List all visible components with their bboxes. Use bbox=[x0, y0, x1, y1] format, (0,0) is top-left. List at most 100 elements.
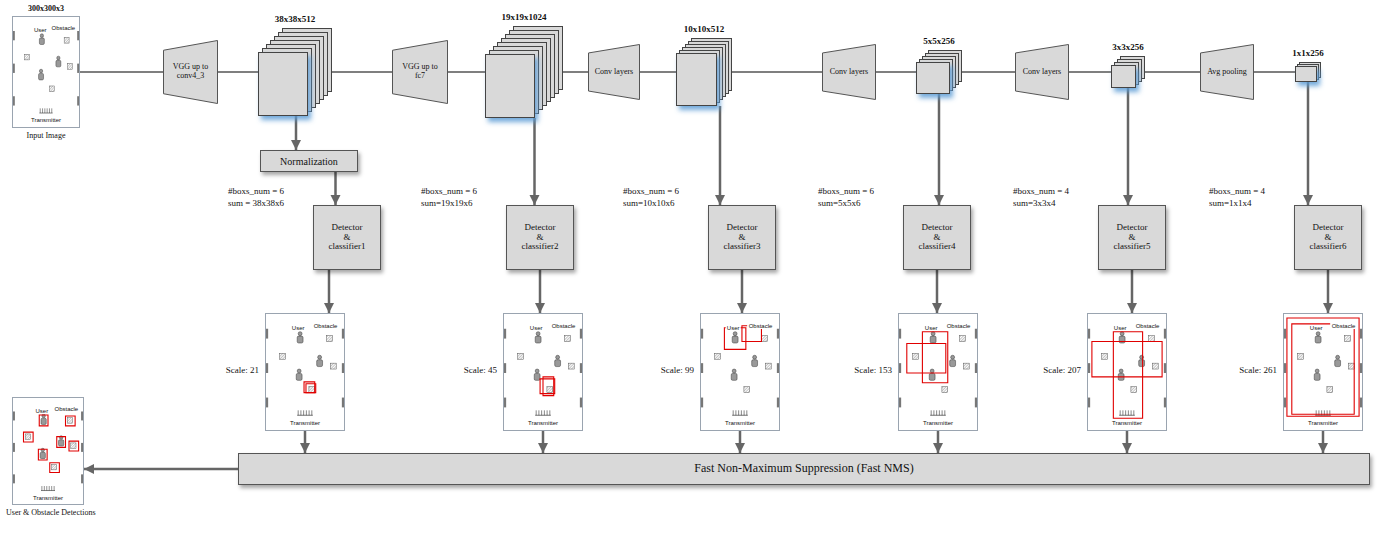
door-mark bbox=[1284, 363, 1286, 373]
flow-arrow bbox=[1307, 82, 1310, 205]
door-mark bbox=[342, 363, 344, 373]
transmitter-antenna bbox=[939, 410, 940, 415]
door-mark bbox=[266, 398, 268, 408]
detection-box bbox=[50, 463, 60, 473]
flow-arrow bbox=[1327, 270, 1330, 313]
user-body bbox=[41, 418, 46, 424]
transmitter-antenna bbox=[40, 108, 41, 113]
transmitter-base bbox=[297, 415, 313, 416]
pipeline-line bbox=[1254, 71, 1295, 73]
transmitter-antenna bbox=[744, 410, 745, 415]
door-mark bbox=[1088, 363, 1090, 373]
pipeline-line bbox=[80, 71, 163, 73]
obstacle-symbol bbox=[568, 363, 574, 369]
transmitter-antenna bbox=[538, 410, 539, 415]
door-mark bbox=[1284, 329, 1286, 339]
scene-image: UserObstacleTransmitter bbox=[898, 313, 978, 431]
layer-text: Avg pooling bbox=[1205, 68, 1249, 77]
door-mark bbox=[1088, 398, 1090, 408]
door-mark bbox=[13, 31, 15, 40]
feature-map-stack: 5x5x256 bbox=[916, 50, 962, 94]
box-text: Detector & classifier1 bbox=[329, 223, 366, 253]
door-mark bbox=[701, 398, 703, 408]
user-body bbox=[39, 73, 44, 80]
anchor-count-label: sum=1x1x4 bbox=[1209, 199, 1252, 209]
detector-box: Detector & classifier4 bbox=[903, 205, 971, 270]
transmitter-antenna bbox=[1133, 410, 1134, 415]
scene-label: User bbox=[1113, 325, 1128, 331]
box-text: Normalization bbox=[280, 156, 338, 167]
obstacle-symbol bbox=[518, 353, 524, 359]
obstacle-symbol bbox=[326, 336, 332, 342]
transmitter-antenna bbox=[306, 410, 307, 415]
user-head bbox=[1315, 369, 1319, 373]
pipeline-line bbox=[876, 71, 916, 73]
detection-box bbox=[1287, 318, 1359, 416]
flow-arrow bbox=[937, 431, 940, 453]
transmitter-antenna bbox=[49, 108, 50, 113]
scene-label: Transmitter bbox=[32, 495, 64, 501]
scene-label: Obstacle bbox=[50, 25, 76, 31]
user-head bbox=[556, 355, 560, 359]
transmitter-antenna bbox=[1125, 410, 1126, 415]
user-body bbox=[1139, 360, 1145, 367]
pipeline-line bbox=[962, 71, 1015, 73]
transmitter-antenna bbox=[51, 486, 52, 490]
detection-box bbox=[543, 377, 554, 396]
user-head bbox=[39, 69, 42, 73]
user-head bbox=[1316, 332, 1320, 336]
scene-label: User bbox=[529, 325, 544, 331]
transmitter-antenna bbox=[51, 108, 52, 113]
scene-image: UserObstacleTransmitter bbox=[503, 313, 583, 431]
detection-box bbox=[57, 437, 66, 448]
door-mark bbox=[899, 398, 901, 408]
user-body bbox=[950, 360, 956, 367]
size-label: 1x1x256 bbox=[1292, 49, 1324, 59]
user-head bbox=[753, 355, 757, 359]
detection-box bbox=[39, 415, 48, 426]
door-mark bbox=[777, 329, 779, 339]
transmitter-antenna bbox=[298, 410, 299, 415]
detection-box bbox=[306, 384, 316, 393]
obstacle-symbol bbox=[715, 353, 721, 359]
flow-arrow bbox=[1126, 431, 1129, 453]
scale-label: Scale: 207 bbox=[1011, 366, 1081, 376]
pipeline-line bbox=[640, 71, 676, 73]
transmitter-base bbox=[1119, 415, 1135, 416]
scene-image: UserObstacleTransmitter bbox=[700, 313, 780, 431]
size-label: 3x3x256 bbox=[1112, 43, 1144, 53]
transmitter-antenna bbox=[942, 410, 943, 415]
layer-block: Avg pooling bbox=[1200, 44, 1254, 100]
user-head bbox=[732, 369, 736, 373]
obstacle-symbol bbox=[744, 387, 750, 393]
door-mark bbox=[13, 96, 15, 105]
trapezoid-outline bbox=[823, 45, 876, 100]
scene-label: Obstacle bbox=[1135, 323, 1161, 329]
scene-label: User bbox=[924, 325, 939, 331]
door-mark bbox=[81, 443, 83, 452]
anchor-count-label: sum=10x10x6 bbox=[623, 199, 675, 209]
flow-arrow bbox=[739, 431, 742, 453]
box-text: Detector & classifier3 bbox=[724, 223, 761, 253]
door-mark bbox=[701, 363, 703, 373]
size-label: 300x300x3 bbox=[28, 5, 64, 14]
scene-label: Transmitter bbox=[922, 420, 954, 426]
normalization-box: Normalization bbox=[260, 150, 358, 172]
trapezoid-outline bbox=[1016, 45, 1069, 100]
transmitter-antenna bbox=[735, 410, 736, 415]
transmitter-antenna bbox=[1120, 410, 1121, 415]
door-mark bbox=[777, 398, 779, 408]
obstacle-symbol bbox=[52, 464, 57, 469]
pipeline-line bbox=[732, 71, 822, 73]
scene-label: Transmitter bbox=[289, 420, 321, 426]
detector-box: Detector & classifier1 bbox=[313, 205, 381, 270]
feature-map-stack: 1x1x256 bbox=[1295, 62, 1321, 82]
pipeline-line bbox=[1069, 71, 1111, 73]
detection-box bbox=[1113, 332, 1142, 419]
transmitter-antenna bbox=[936, 410, 937, 415]
door-mark bbox=[342, 398, 344, 408]
user-body bbox=[59, 440, 64, 446]
transmitter-antenna bbox=[541, 410, 542, 415]
flow-arrow bbox=[741, 270, 744, 313]
